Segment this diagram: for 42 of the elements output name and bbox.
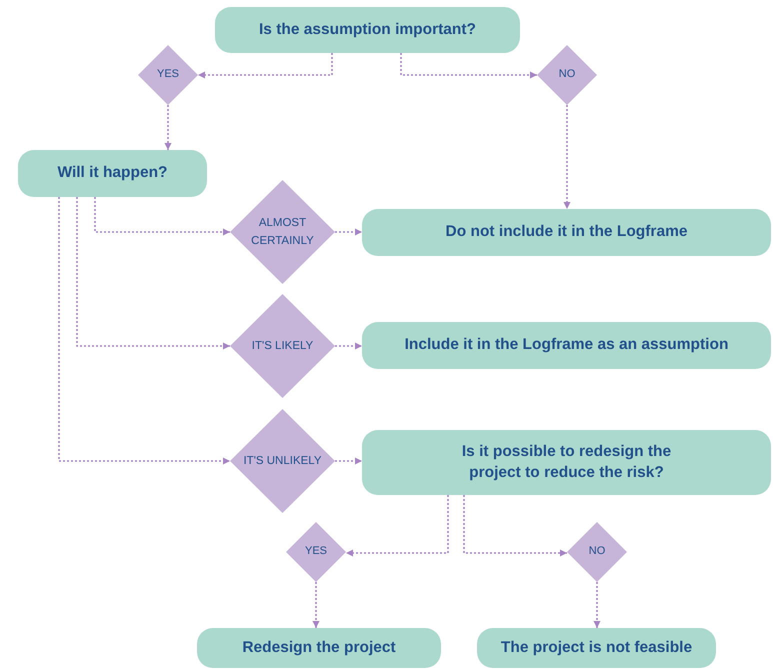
box-label: Will it happen? (57, 163, 168, 184)
decision-diamond (286, 522, 346, 582)
decision-label: IT'S UNLIKELY (243, 454, 322, 469)
arrow (335, 458, 362, 464)
box-label: Is it possible to redesign the project to reduce the risk? (460, 442, 672, 482)
arrow (594, 582, 600, 628)
arrow (346, 495, 449, 556)
arrow (400, 53, 537, 78)
process-box (215, 7, 520, 53)
box-label: Do not include it in the Logframe (446, 222, 688, 242)
box-label: Is the assumption important? (258, 20, 476, 40)
box-label: Redesign the project (242, 638, 396, 658)
arrow (164, 105, 172, 150)
decision-label: YES (304, 544, 327, 560)
arrow (312, 582, 320, 628)
decision-label: NO (588, 544, 606, 560)
arrow (76, 197, 230, 350)
arrow (94, 197, 230, 236)
decision-label: YES (156, 67, 179, 82)
arrow (58, 197, 230, 464)
process-box (362, 430, 771, 495)
decision-diamond (537, 45, 597, 105)
decision-label: NO (558, 67, 576, 82)
process-box (18, 150, 207, 197)
arrow (564, 105, 570, 209)
arrow (335, 228, 362, 236)
decision-diamond (567, 522, 627, 582)
decision-diamond (230, 409, 335, 513)
arrow (335, 342, 362, 350)
decision-diamond (230, 294, 335, 398)
arrow (463, 495, 567, 556)
decision-diamond (138, 45, 198, 105)
process-box (197, 628, 441, 668)
decision-diamond (230, 180, 335, 284)
process-box (362, 209, 771, 256)
box-label: The project is not feasible (500, 638, 692, 658)
decision-label: IT'S LIKELY (252, 338, 314, 354)
process-box (362, 322, 771, 369)
decision-label: ALMOST CERTAINLY (250, 216, 315, 249)
process-box (477, 628, 716, 668)
box-label: Include it in the Logframe as an assumption (404, 335, 728, 356)
arrow (198, 53, 333, 78)
